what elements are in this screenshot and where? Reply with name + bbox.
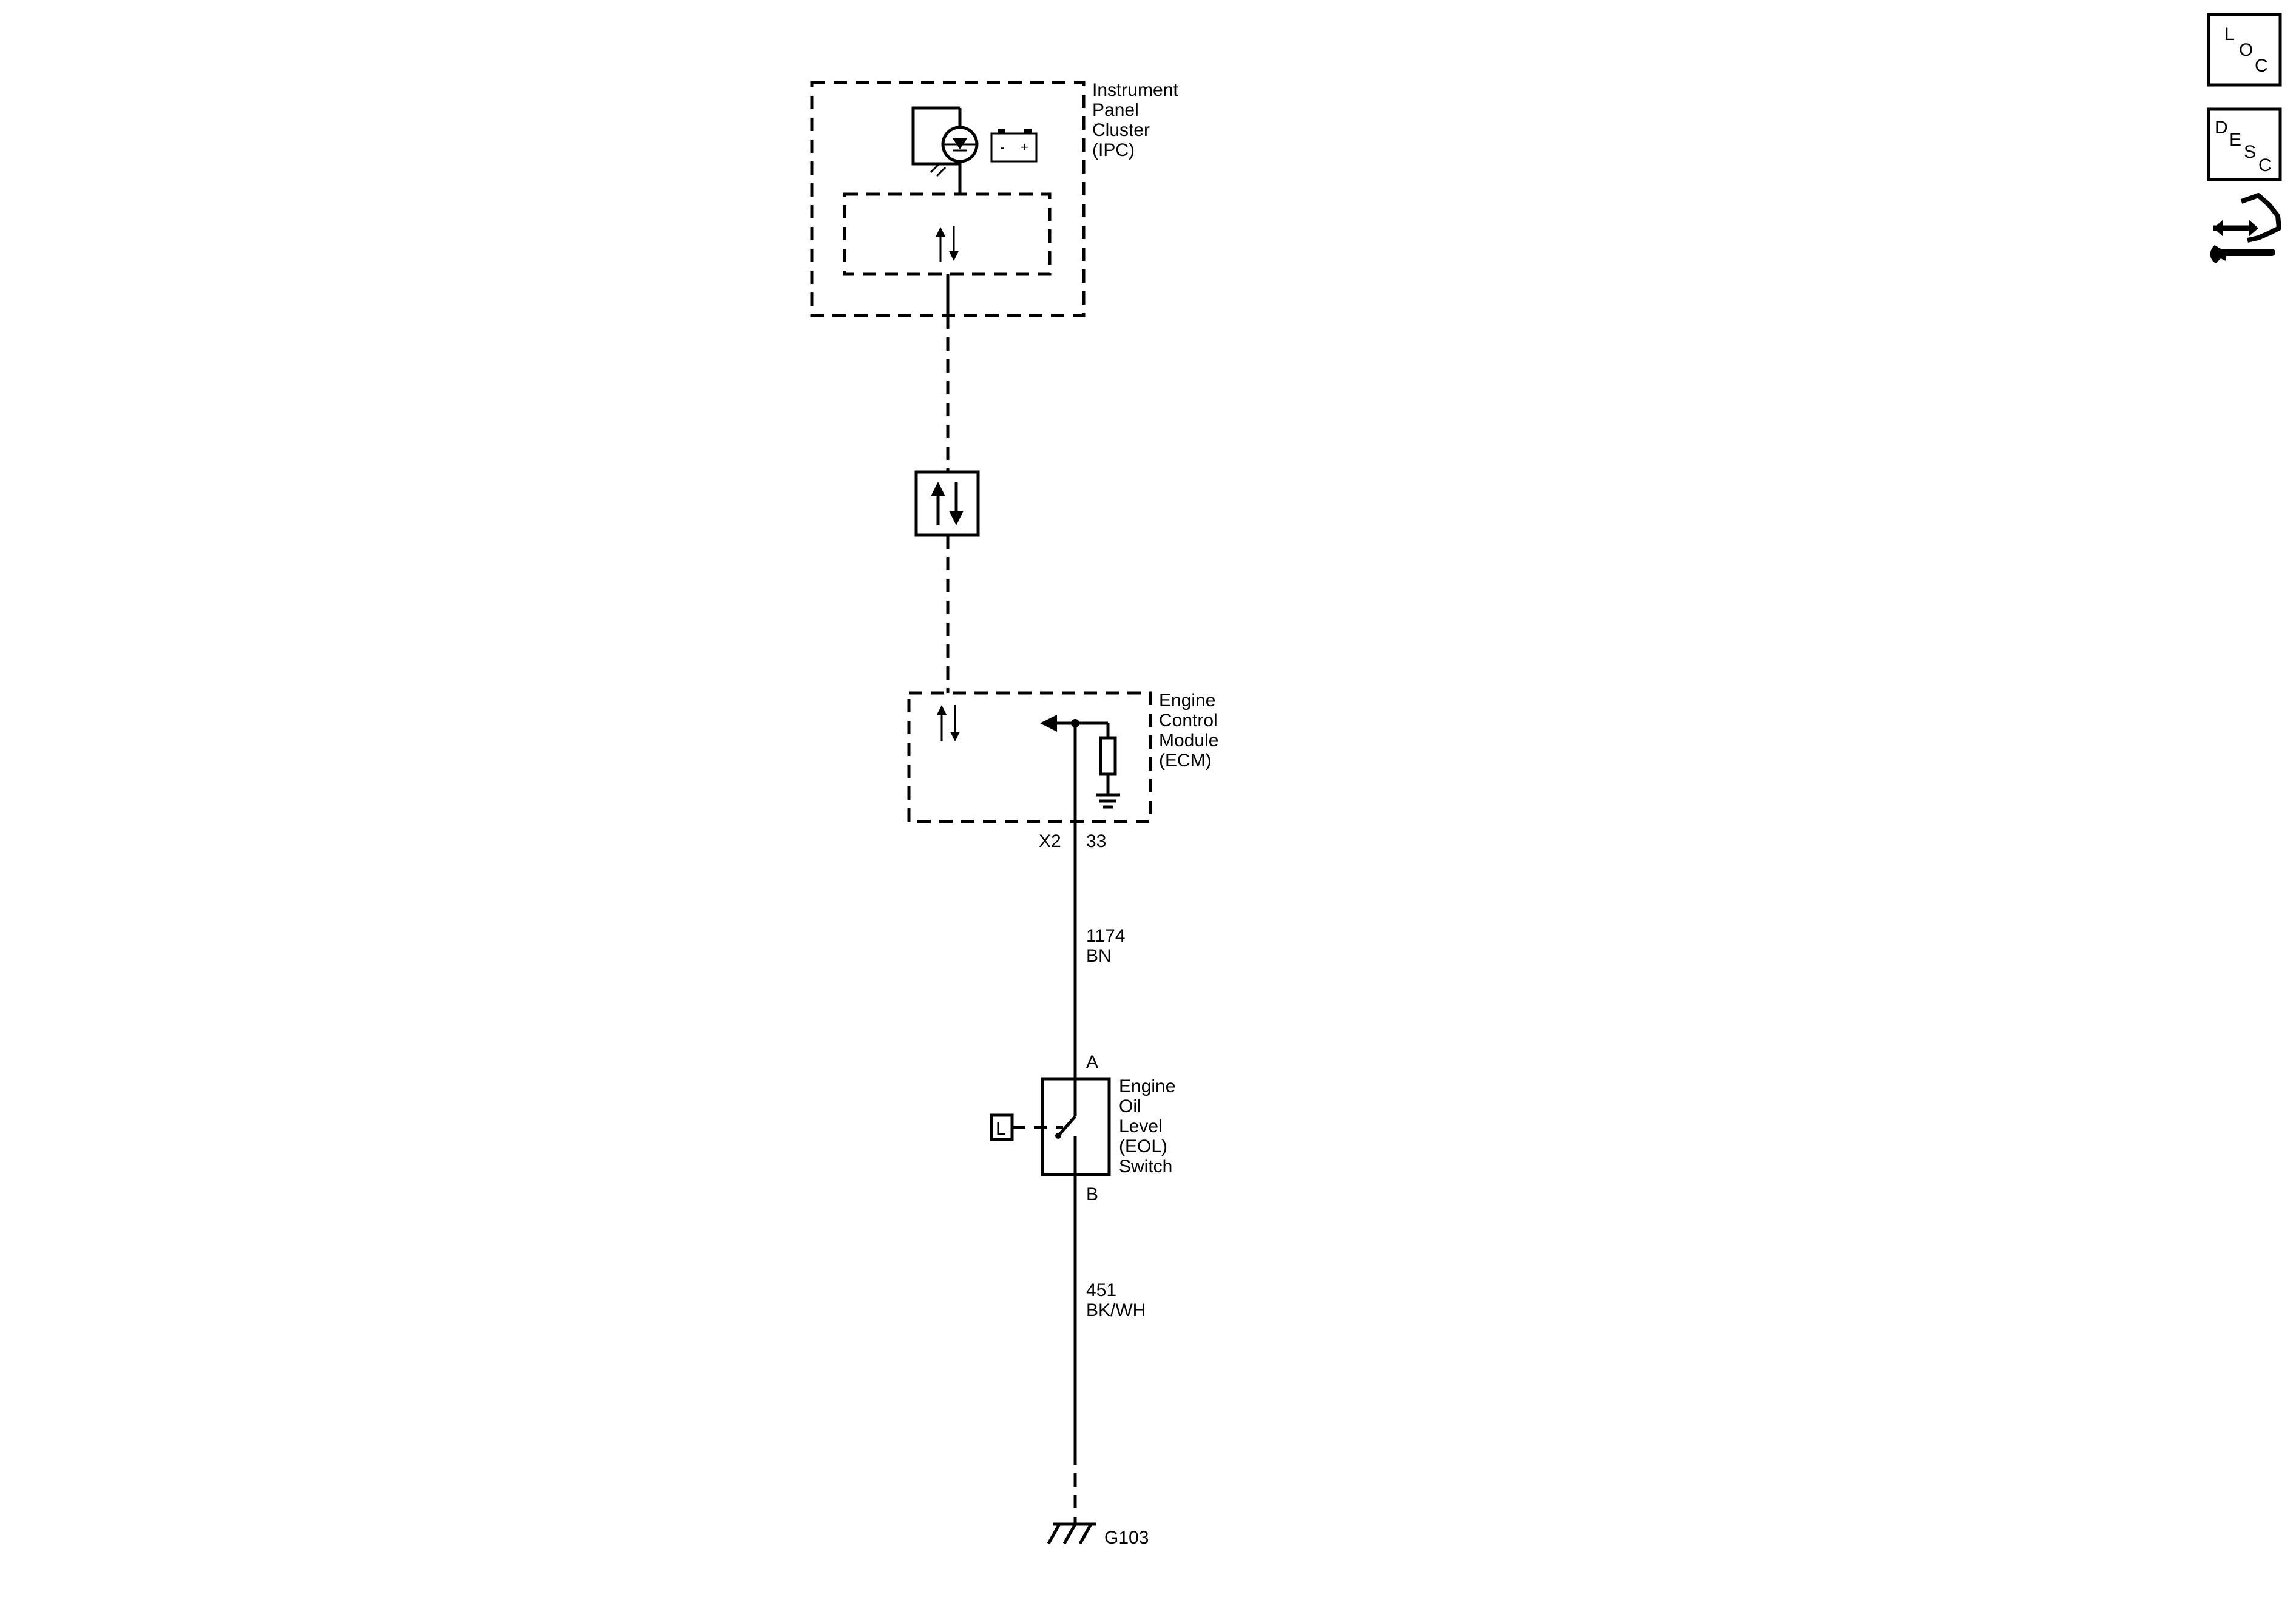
ecm-serial-data-arrows-icon <box>937 705 960 741</box>
serial-data-bus-icon <box>914 470 980 537</box>
ipc-inner-outline <box>843 192 1052 276</box>
loc-letter-o: O <box>2239 40 2253 60</box>
ecm-connector-label: X2 <box>1039 831 1061 851</box>
eol-switch-pin-b: B <box>1086 1184 1098 1204</box>
location-icon[interactable]: L O C <box>2207 13 2282 87</box>
location-marker-text: L <box>996 1119 1006 1139</box>
ecm-pin-label: 33 <box>1086 831 1106 851</box>
desc-letter-e: E <box>2229 130 2241 150</box>
ecm-outline <box>907 691 1152 823</box>
desc-letter-c: C <box>2258 155 2272 175</box>
ipc-module: - + Instrument Panel Cluster (IPC) <box>810 80 1183 317</box>
ipc-serial-data-arrows-icon <box>936 226 959 262</box>
chassis-ground-icon <box>1047 1522 1096 1545</box>
ecm-module: Engine Control Module (ECM) X2 33 <box>907 690 1224 851</box>
wire-1174-label: 1174 BN <box>1086 926 1130 966</box>
ecm-input-circuit-icon <box>1040 715 1120 809</box>
wire-451-label: 451 BK/WH <box>1086 1280 1146 1320</box>
desc-letter-d: D <box>2215 118 2228 138</box>
oil-indicator-lamp-icon <box>911 106 979 194</box>
description-icon[interactable]: D E S C <box>2207 107 2282 181</box>
ground-label: G103 <box>1104 1528 1149 1548</box>
eol-switch-pin-a: A <box>1086 1052 1098 1072</box>
svg-text:-: - <box>1000 140 1004 155</box>
desc-letter-s: S <box>2244 142 2256 162</box>
svg-text:+: + <box>1021 140 1028 155</box>
eol-switch-label: Engine Oil Level (EOL) Switch <box>1119 1076 1181 1176</box>
eol-switch: A L Engine Oil Level (EOL) Switch B <box>990 1052 1181 1204</box>
pull-down-resistor-icon <box>1099 736 1117 776</box>
loc-letter-l: L <box>2224 24 2235 44</box>
ecm-label: Engine Control Module (ECM) <box>1159 690 1224 771</box>
ipc-label: Instrument Panel Cluster (IPC) <box>1092 80 1183 160</box>
location-marker-icon <box>990 1113 1014 1141</box>
switch-blade-icon <box>1057 1115 1076 1137</box>
battery-icon: - + <box>990 129 1038 163</box>
loc-letter-c: C <box>2255 56 2268 76</box>
vehicle-service-icon[interactable] <box>2210 193 2281 263</box>
